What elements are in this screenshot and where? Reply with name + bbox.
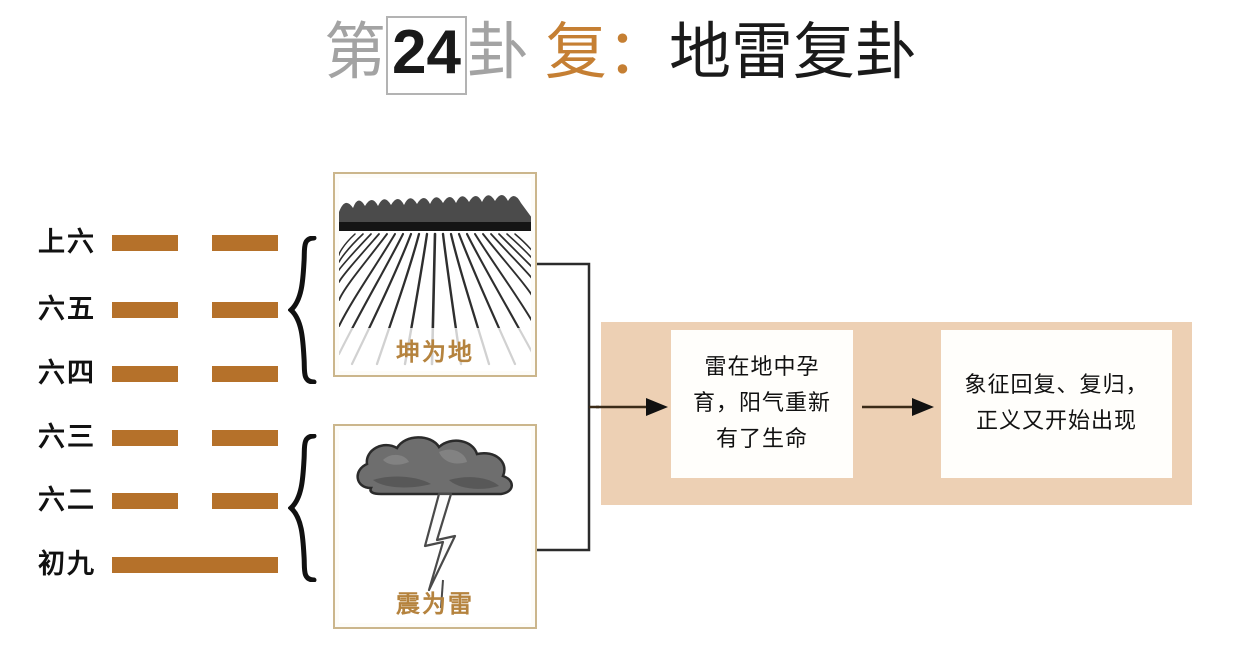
trigram-caption-earth: 坤为地 [396,338,474,366]
title-hexagram-number: 24 [386,16,467,95]
flow-step1-text: 雷在地中孕育，阳气重新有了生命 [692,355,831,452]
yin-bar-left [112,235,178,251]
upper-trigram-brace [288,236,328,384]
hexagram-line-bars [112,302,278,318]
hexagram-line-3: 六三 [38,419,288,459]
title-hexagram-name: 复： [544,15,669,88]
hexagram-line-bars [112,493,278,509]
hexagram-line-label: 六二 [38,485,96,516]
yin-bar-left [112,493,178,509]
plowed-field-image [339,178,531,371]
yin-bar-left [112,430,178,446]
lower-trigram-brace [288,434,328,582]
yang-bar [112,557,278,573]
yin-bar-right [212,302,278,318]
hexagram-line-1: 初九 [38,546,288,586]
arrow-to-step1 [596,396,672,418]
hexagram-diagram: 上六 六五 六四 六三 六二 初九 [38,214,288,586]
flow-step1-box: 雷在地中孕育，阳气重新有了生命 [671,330,853,478]
title-hexagram-fullname: 地雷复卦 [669,15,918,88]
hexagram-line-label: 六三 [38,422,96,453]
arrow-to-step2 [862,396,938,418]
hexagram-line-5: 六五 [38,291,288,331]
yin-bar-left [112,366,178,382]
yin-bar-right [212,430,278,446]
hexagram-line-6: 上六 [38,224,288,264]
page-title: 第24卦复：地雷复卦 [0,12,1241,95]
flow-step2-box: 象征回复、复归，正义又开始出现 [941,330,1172,478]
hexagram-line-label: 上六 [38,227,96,258]
trigram-join-bracket [537,262,601,552]
earth-field-picture [339,178,531,371]
hexagram-line-label: 六四 [38,358,96,389]
hexagram-line-4: 六四 [38,355,288,395]
hexagram-line-2: 六二 [38,482,288,522]
title-suffix: 卦 [466,15,529,88]
hexagram-line-bars [112,430,278,446]
hexagram-line-bars [112,557,278,573]
thunder-picture [339,430,531,623]
hexagram-line-label: 初九 [38,549,96,580]
thundercloud-lightning-image [339,430,531,623]
yin-bar-right [212,366,278,382]
hexagram-line-bars [112,235,278,251]
trigram-card-thunder: 震为雷 [333,424,537,629]
yin-bar-left [112,302,178,318]
title-prefix: 第 [323,15,386,88]
trigram-card-earth: 坤为地 [333,172,537,377]
hexagram-line-label: 六五 [38,294,96,325]
trigram-caption-thunder: 震为雷 [396,590,474,618]
yin-bar-right [212,235,278,251]
hexagram-line-bars [112,366,278,382]
yin-bar-right [212,493,278,509]
flow-step2-text: 象征回复、复归，正义又开始出现 [964,373,1149,434]
